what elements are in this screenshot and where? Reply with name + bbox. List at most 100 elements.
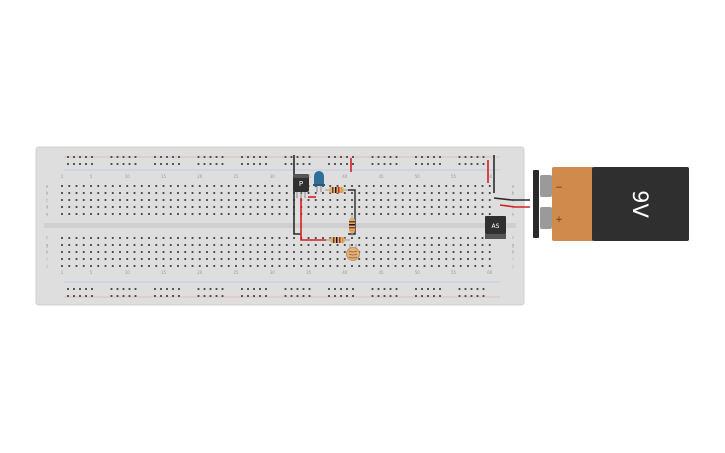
breadboard-hole xyxy=(380,192,382,194)
breadboard-hole xyxy=(148,199,150,201)
breadboard-hole xyxy=(427,295,429,297)
breadboard-hole xyxy=(133,265,136,267)
breadboard-hole xyxy=(394,192,397,194)
breadboard-hole xyxy=(85,295,87,297)
breadboard-hole xyxy=(227,258,230,260)
breadboard-hole xyxy=(111,192,114,194)
breadboard-hole xyxy=(82,185,85,187)
breadboard-hole xyxy=(351,192,353,194)
breadboard-hole xyxy=(247,163,249,165)
column-number-bottom: 45 xyxy=(378,270,384,275)
breadboard-hole xyxy=(75,213,78,215)
row-letter-left: f xyxy=(46,236,48,241)
breadboard-hole xyxy=(177,185,179,187)
breadboard-hole xyxy=(227,244,230,246)
resistor-top[interactable] xyxy=(325,187,348,193)
row-letter-left: g xyxy=(46,243,49,248)
column-number-top: 10 xyxy=(125,174,131,179)
breadboard-hole xyxy=(126,244,129,246)
breadboard-hole xyxy=(395,156,398,158)
resistor-vertical[interactable] xyxy=(349,214,355,236)
breadboard-hole xyxy=(61,213,63,215)
breadboard-hole xyxy=(235,237,237,239)
breadboard-hole xyxy=(97,251,100,253)
breadboard-hole xyxy=(285,192,288,194)
breadboard-hole xyxy=(90,213,92,215)
breadboard-hole xyxy=(256,185,259,187)
breadboard-hole xyxy=(430,206,433,208)
battery-terminal-minus xyxy=(540,175,552,197)
breadboard-hole xyxy=(427,163,429,165)
column-number-bottom: 15 xyxy=(161,270,167,275)
breadboard-hole xyxy=(126,192,129,194)
breadboard-hole xyxy=(383,156,386,158)
row-letter-left: h xyxy=(46,250,49,255)
resistor-bottom[interactable] xyxy=(326,237,350,243)
breadboard-hole xyxy=(85,288,87,290)
breadboard-hole xyxy=(162,206,165,208)
breadboard-hole xyxy=(423,199,426,201)
breadboard-hole xyxy=(215,295,218,297)
breadboard-hole xyxy=(438,199,440,201)
breadboard-hole xyxy=(198,199,201,201)
breadboard-hole xyxy=(271,185,274,187)
breadboard-hole xyxy=(215,288,218,290)
breadboard-hole xyxy=(184,244,187,246)
column-number-top: 60 xyxy=(487,174,493,179)
breadboard-hole xyxy=(126,265,129,267)
breadboard-hole xyxy=(459,206,462,208)
breadboard-hole xyxy=(351,206,353,208)
breadboard-hole xyxy=(203,295,206,297)
breadboard-hole xyxy=(445,213,448,215)
breadboard-hole xyxy=(235,244,237,246)
pnp-transistor[interactable]: P xyxy=(293,174,309,198)
breadboard-hole xyxy=(430,265,433,267)
battery-9v[interactable]: − + 9V xyxy=(533,167,689,241)
breadboard-hole xyxy=(119,185,121,187)
photoresistor[interactable] xyxy=(346,244,360,261)
battery-cap xyxy=(552,167,594,241)
breadboard-hole xyxy=(377,288,380,290)
breadboard-hole xyxy=(116,295,119,297)
breadboard-hole xyxy=(302,288,305,290)
voltage-regulator[interactable]: AS xyxy=(485,216,506,239)
breadboard-hole xyxy=(75,192,78,194)
breadboard-hole xyxy=(61,192,63,194)
column-number-top: 20 xyxy=(197,174,203,179)
breadboard-hole xyxy=(488,206,491,208)
breadboard-hole xyxy=(284,163,287,165)
breadboard-hole xyxy=(314,251,317,253)
breadboard-hole xyxy=(75,244,78,246)
breadboard-hole xyxy=(133,192,136,194)
breadboard-hole xyxy=(421,295,423,297)
breadboard-hole xyxy=(110,288,113,290)
breadboard-hole xyxy=(372,237,375,239)
breadboard-hole xyxy=(162,244,165,246)
breadboard-hole xyxy=(133,185,136,187)
breadboard-hole xyxy=(481,206,484,208)
breadboard-hole xyxy=(271,213,274,215)
breadboard-hole xyxy=(264,265,266,267)
breadboard-hole xyxy=(459,192,462,194)
breadboard-hole xyxy=(79,288,81,290)
breadboard-hole xyxy=(227,237,230,239)
breadboard-hole xyxy=(343,199,346,201)
battery-red-lead xyxy=(499,204,530,208)
breadboard-hole xyxy=(438,265,440,267)
breadboard-hole xyxy=(97,244,100,246)
breadboard-hole xyxy=(296,156,299,158)
breadboard-hole xyxy=(213,251,216,253)
breadboard-hole xyxy=(169,258,172,260)
breadboard-hole xyxy=(387,237,390,239)
breadboard-hole xyxy=(452,265,455,267)
breadboard-hole xyxy=(380,237,382,239)
breadboard-hole xyxy=(438,258,440,260)
breadboard-hole xyxy=(198,185,201,187)
battery-body xyxy=(592,167,689,241)
breadboard-hole xyxy=(61,206,63,208)
breadboard-hole xyxy=(278,237,281,239)
breadboard-hole xyxy=(481,237,484,239)
breadboard-hole xyxy=(438,244,440,246)
breadboard-hole xyxy=(328,288,330,290)
led[interactable] xyxy=(313,171,325,192)
